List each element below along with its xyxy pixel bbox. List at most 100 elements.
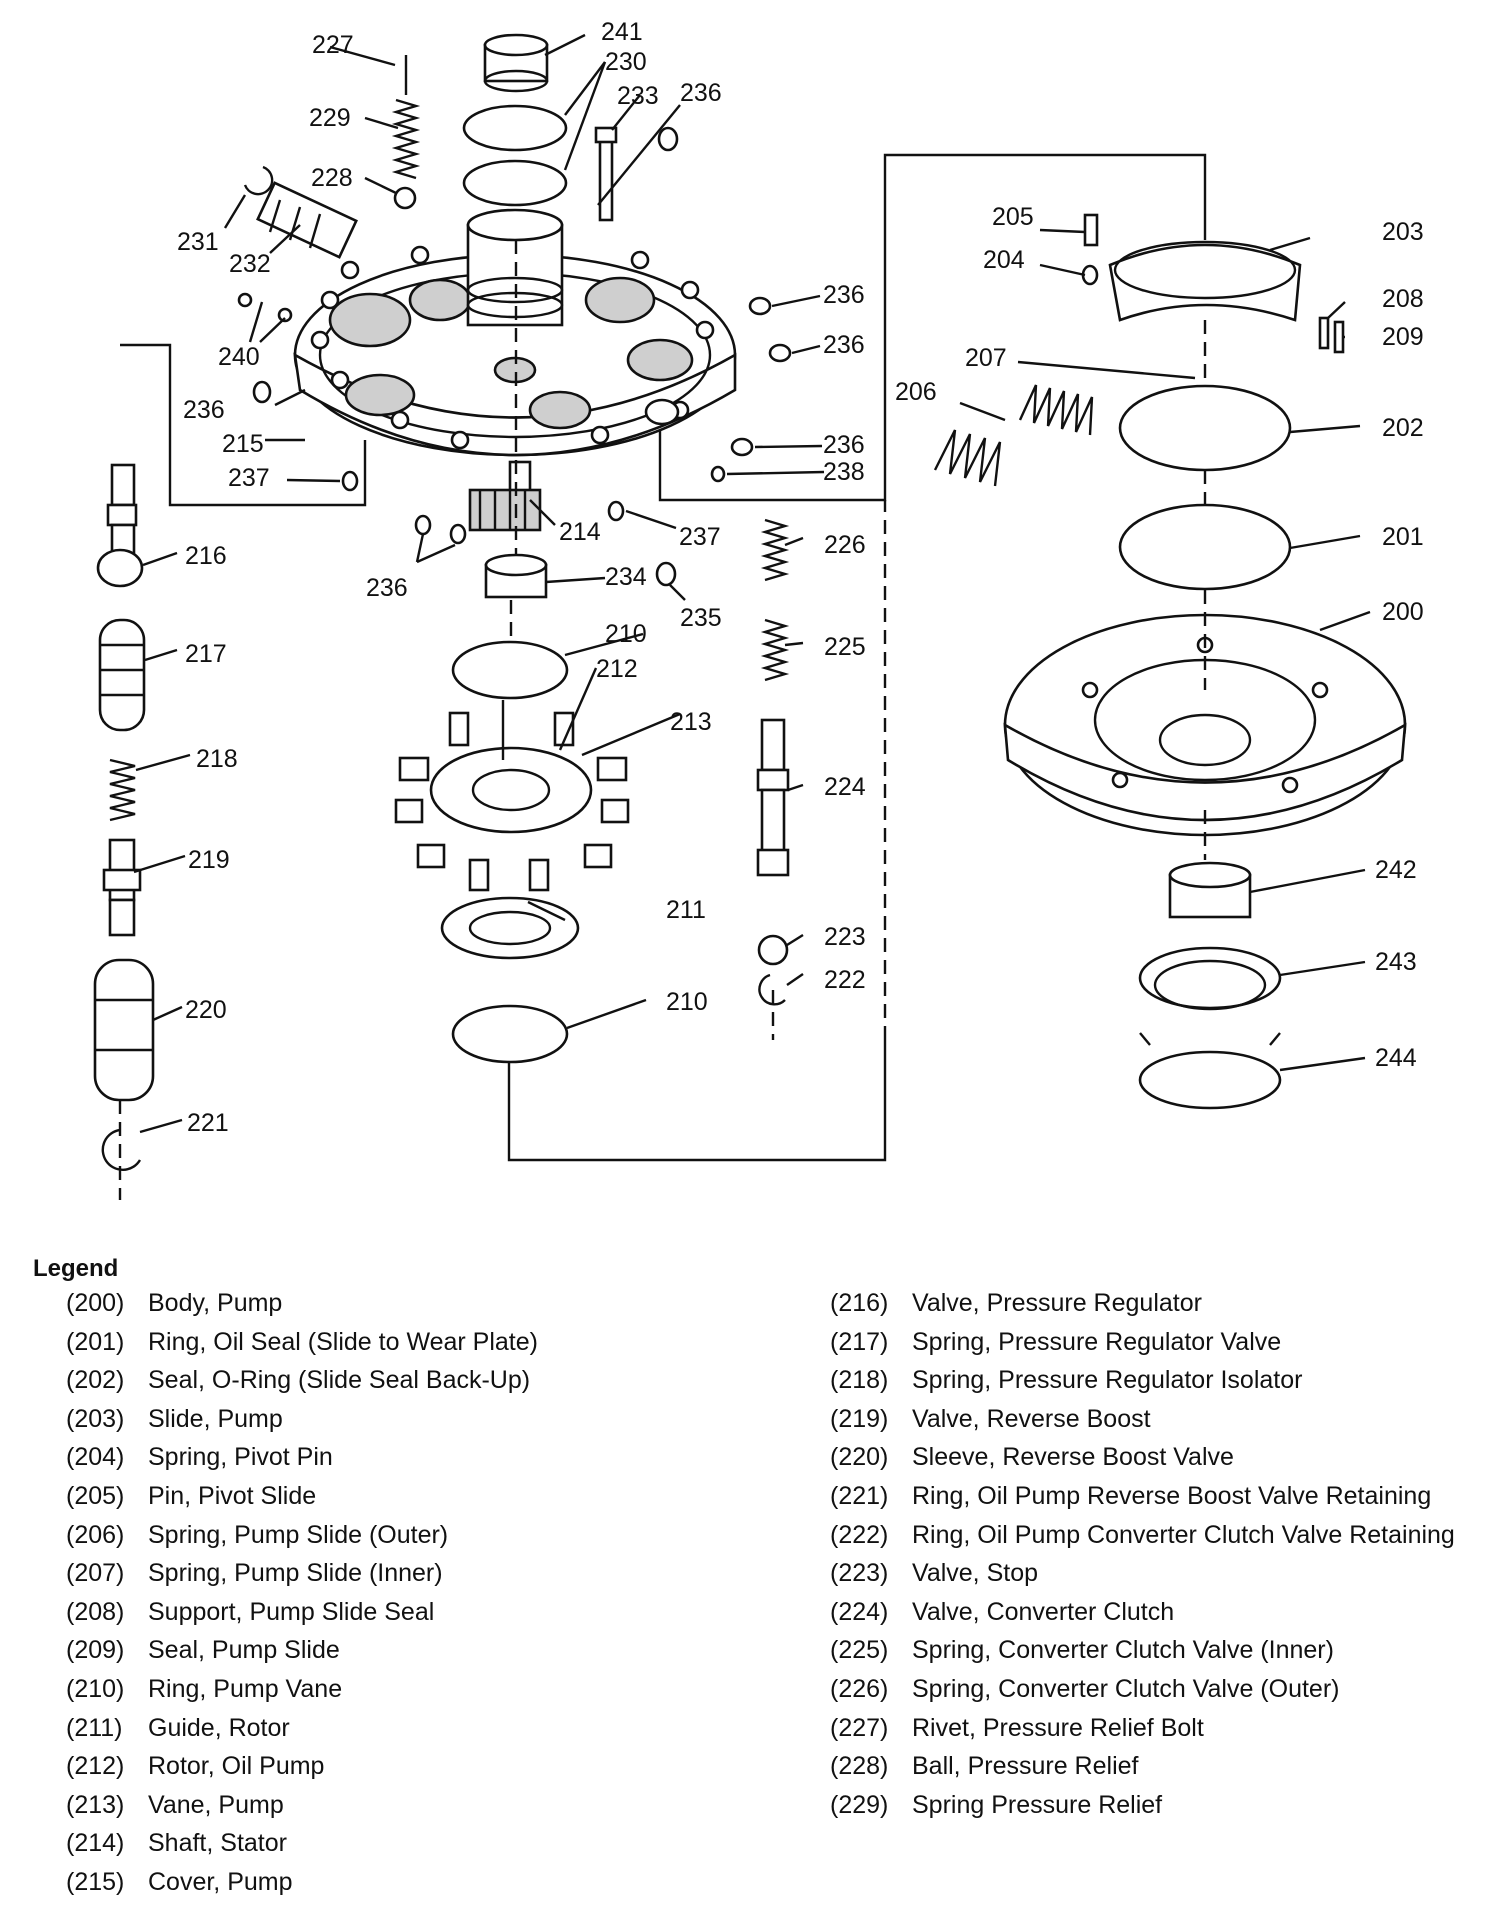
callout-209: 209 [1382,323,1424,351]
callout-221: 221 [187,1109,229,1137]
legend-entry: (207) Spring, Pump Slide (Inner) [66,1558,786,1588]
callout-208: 208 [1382,285,1424,313]
legend-entry-number: (224) [830,1597,889,1626]
legend-entry-text: Spring, Converter Clutch Valve (Outer) [912,1674,1340,1703]
legend-entry-number: (204) [66,1443,125,1472]
pump-cover-drawing [293,208,737,532]
legend-entry-number: (221) [830,1481,889,1510]
callout-205: 205 [992,203,1034,231]
callout-213: 213 [670,708,712,736]
legend-entry-number: (213) [66,1790,125,1819]
legend-entry-text: Vane, Pump [148,1790,284,1819]
legend-entry-text: Shaft, Stator [148,1829,287,1858]
callout-236-r3: 236 [823,431,865,459]
legend-entry-number: (216) [830,1289,889,1317]
left-valve-stack-drawing [93,463,155,1200]
legend-entry: (223)Valve, Stop [830,1558,1480,1588]
callout-215: 215 [222,430,264,458]
legend-left-column: (200)Body, Pump(201)Ring, Oil Seal (Slid… [66,1288,786,1906]
legend-entry-number: (215) [66,1867,125,1896]
legend-title: Legend [33,1255,119,1282]
legend-entry: (217)Spring, Pressure Regulator Valve [830,1327,1480,1357]
exploded-diagram: 227 241 230 233 236 229 228 231 232 240 … [93,18,1424,1200]
legend-entry: (202)Seal, O-Ring (Slide Seal Back-Up) [66,1365,786,1395]
legend-entry-number: (227) [830,1713,889,1742]
legend-entry-text: Rotor, Oil Pump [148,1752,325,1781]
legend-entry-number: (209) [66,1636,125,1665]
legend-entry-number: (211) [66,1713,123,1742]
callout-236-left: 236 [183,396,225,424]
legend-entry-number: (207) [66,1559,125,1588]
callout-237-center: 237 [679,523,721,551]
legend-entry-text: Seal, Pump Slide [148,1636,340,1665]
callout-231: 231 [177,228,219,256]
legend-entry: (200) Body, Pump [66,1288,786,1318]
legend-entry-text: Ring, Pump Vane [148,1674,343,1703]
callout-219: 219 [188,846,230,874]
legend-entry-number: (228) [830,1752,889,1781]
callout-229: 229 [309,104,351,132]
callout-236-r2: 236 [823,331,865,359]
callout-226: 226 [824,531,866,559]
callout-210-top: 210 [605,620,647,648]
legend-entry-number: (200) [66,1289,125,1317]
legend-entry-number: (222) [830,1520,889,1549]
callout-203: 203 [1382,218,1424,246]
legend-entry-number: (206) [66,1520,125,1549]
legend-entry-text: Ball, Pressure Relief [912,1752,1139,1781]
callout-206: 206 [895,378,937,406]
legend-entry: (224)Valve, Converter Clutch [830,1597,1480,1627]
legend-entry-text: Body, Pump [148,1289,283,1317]
callout-216: 216 [185,542,227,570]
callout-232: 232 [229,250,271,278]
legend-entry-number: (208) [66,1597,125,1626]
legend-entry: (206)Spring, Pump Slide (Outer) [66,1520,786,1550]
callout-211: 211 [666,896,706,924]
callout-224: 224 [824,773,866,801]
legend-entry-text: Cover, Pump [148,1867,293,1896]
plugs-drawing [237,292,792,587]
legend-entry: (220) Sleeve, Reverse Boost Valve [830,1442,1480,1472]
callout-230: 230 [605,48,647,76]
legend-entry-text: Guide, Rotor [148,1713,290,1742]
callout-236-bottom: 236 [366,574,408,602]
callout-240: 240 [218,343,260,371]
legend-entry-text: Valve, Pressure Regulator [912,1289,1202,1317]
legend-entry-text: Spring, Converter Clutch Valve (Inner) [912,1636,1334,1665]
legend-entry: (208)Support, Pump Slide Seal [66,1597,786,1627]
callout-236-top: 236 [680,79,722,107]
callout-237-left: 237 [228,464,270,492]
legend-entry-text: Sleeve, Reverse Boost Valve [912,1443,1234,1472]
pump-body-assembly-drawing [933,213,1407,1110]
legend-entry: (219)Valve, Reverse Boost [830,1404,1480,1434]
legend-entry: (215) Cover, Pump [66,1867,786,1897]
legend-entry: (210) Ring, Pump Vane [66,1674,786,1704]
legend-entry-text: Spring, Pressure Regulator Valve [912,1327,1282,1356]
legend-entry: (221)Ring, Oil Pump Reverse Boost Valve … [830,1481,1480,1511]
legend-entry: (225)Spring, Converter Clutch Valve (Inn… [830,1635,1480,1665]
callout-207: 207 [965,344,1007,372]
legend-entry: (218)Spring, Pressure Regulator Isolator [830,1365,1480,1395]
legend-entry: (203)Slide, Pump [66,1404,786,1434]
legend-entry-text: Rivet, Pressure Relief Bolt [912,1713,1204,1742]
legend-entry-number: (214) [66,1829,125,1858]
legend-entry-text: Spring, Pump Slide (Inner) [148,1559,443,1588]
legend-entry-number: (212) [66,1752,125,1781]
callout-222: 222 [824,966,866,994]
callout-242: 242 [1375,856,1417,884]
callout-220: 220 [185,996,227,1024]
legend-entry-text: Valve, Stop [912,1559,1039,1588]
legend-entry-number: (210) [66,1674,125,1703]
callout-235: 235 [680,604,722,632]
callout-236-r1: 236 [823,281,865,309]
legend-entry-number: (220) [830,1443,889,1472]
legend-entry: (205)Pin, Pivot Slide [66,1481,786,1511]
callout-200: 200 [1382,598,1424,626]
legend-entry-text: Slide, Pump [148,1404,283,1433]
callout-227: 227 [312,31,354,59]
legend-entry-text: Spring Pressure Relief [912,1790,1163,1819]
legend-entry-text: Seal, O-Ring (Slide Seal Back-Up) [148,1366,531,1395]
legend-entry-text: Ring, Oil Pump Converter Clutch Valve Re… [912,1520,1455,1549]
legend-entry-text: Spring, Pivot Pin [148,1443,333,1472]
callout-243: 243 [1375,948,1417,976]
